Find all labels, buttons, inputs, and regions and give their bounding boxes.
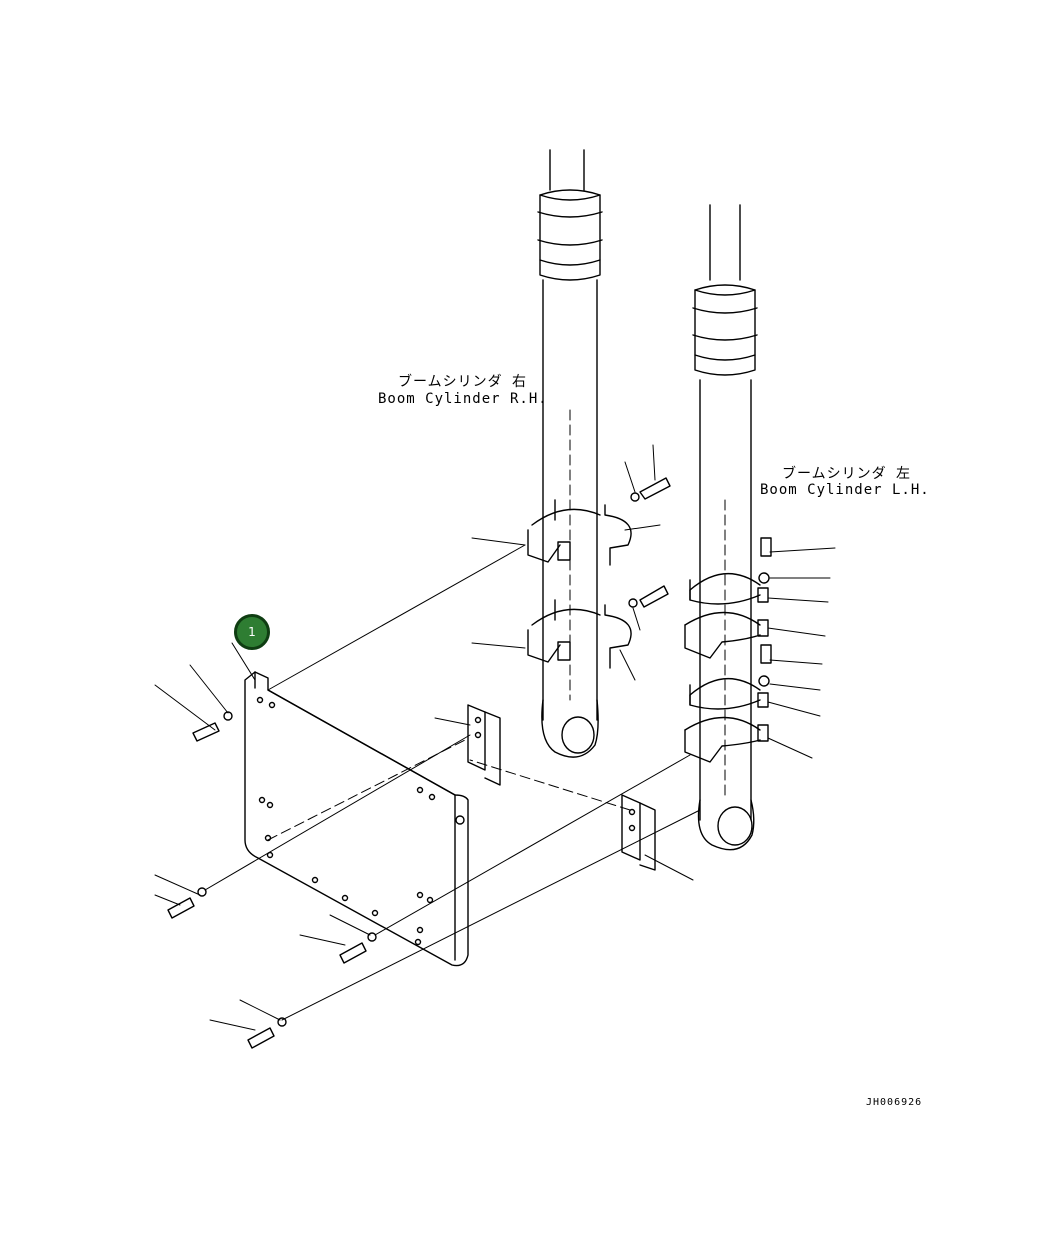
clamp-rh-lower xyxy=(527,599,632,669)
clamp-lh-2 xyxy=(684,611,769,659)
label-lh-jp: ブームシリンダ 左 xyxy=(782,466,912,482)
label-rh-en: Boom Cylinder R.H. xyxy=(378,391,548,407)
label-lh-en: Boom Cylinder L.H. xyxy=(760,482,930,498)
plate-fasteners xyxy=(167,711,377,1049)
rh-fasteners xyxy=(628,477,671,608)
mounting-plate xyxy=(244,671,469,967)
bracket-upper xyxy=(467,704,501,786)
boom-cylinder-lh xyxy=(692,204,758,851)
bracket-lower xyxy=(621,794,656,871)
leader-lines xyxy=(154,444,836,1031)
clamp-lh-1 xyxy=(689,573,769,605)
clamp-rh-upper xyxy=(527,499,632,566)
clamp-lh-4 xyxy=(684,716,769,763)
assembly-lines xyxy=(204,544,701,1021)
part-callout-1[interactable]: 1 xyxy=(234,614,270,650)
boom-cylinder-rh xyxy=(537,149,603,758)
drawing-code: JH006926 xyxy=(866,1097,923,1108)
clamp-lh-3 xyxy=(689,678,769,710)
lh-fasteners xyxy=(758,537,772,687)
label-rh-jp: ブームシリンダ 右 xyxy=(398,374,528,390)
